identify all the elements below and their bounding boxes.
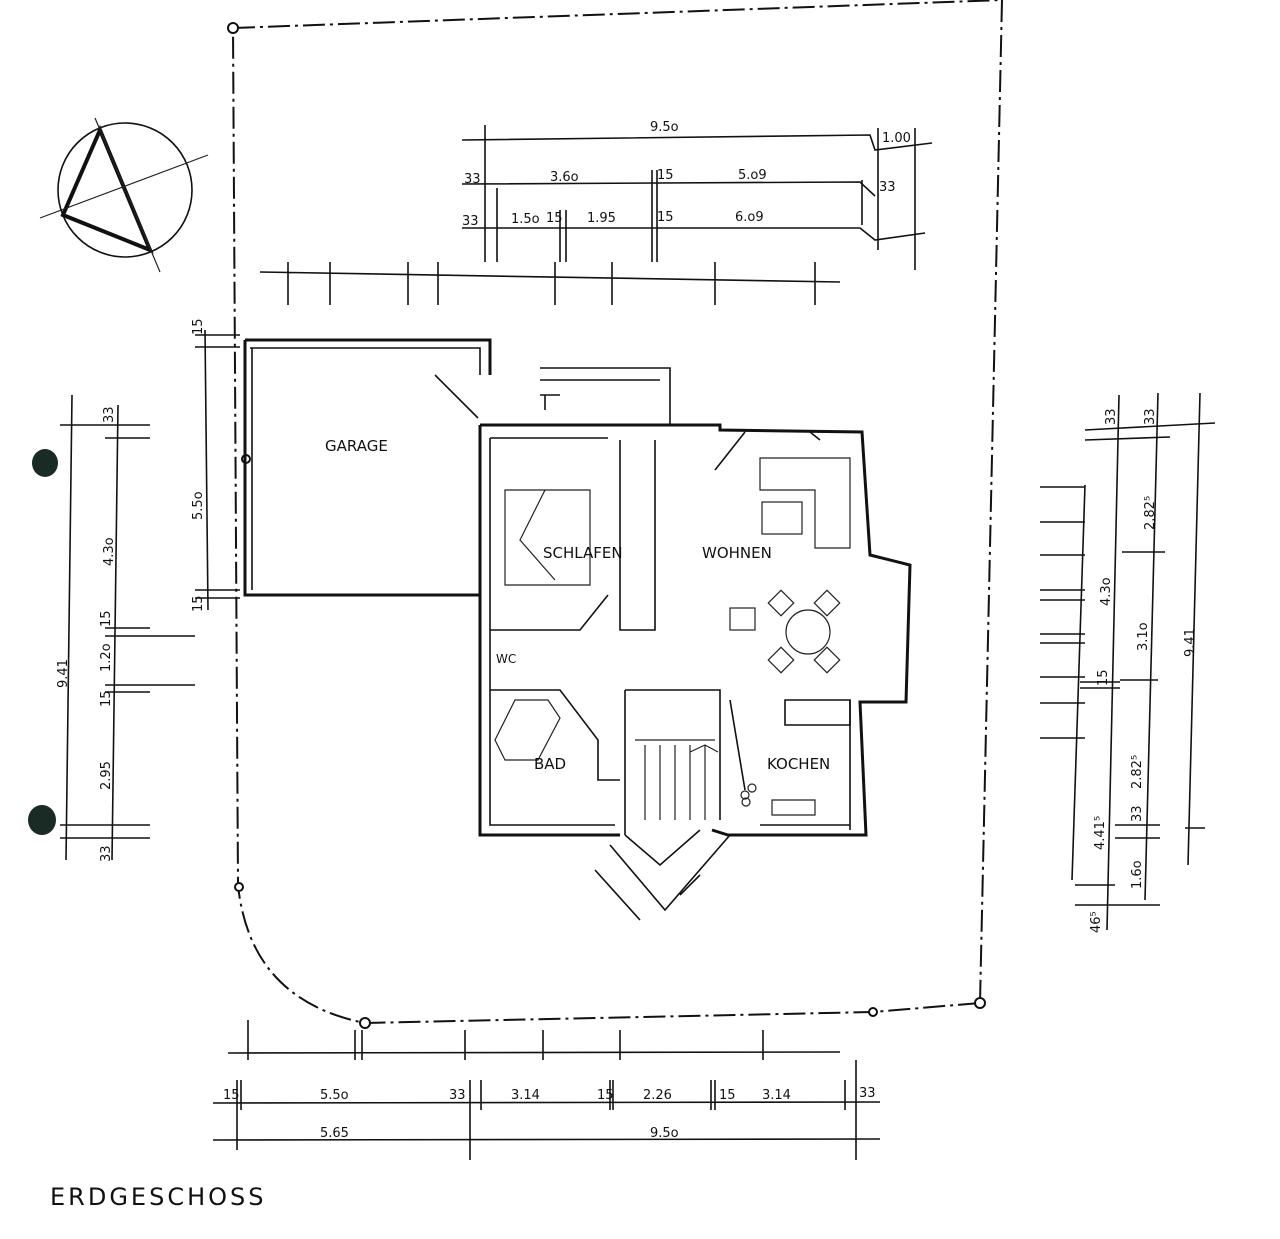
dim-label: 33	[859, 1086, 876, 1101]
punch-hole	[28, 805, 56, 835]
dim-label: 1.6o	[1130, 860, 1145, 889]
dim-label: 2.26	[643, 1088, 672, 1103]
property-boundary	[227, 0, 1003, 1029]
dimension-lines-left	[60, 329, 240, 861]
dim-top-overhang: 1.00	[882, 131, 911, 146]
dimension-lines-bottom	[212, 1020, 881, 1160]
furniture	[494, 457, 851, 816]
dim-label: 15	[657, 168, 674, 183]
dim-label: 33	[1104, 408, 1119, 425]
dim-label: 4.41⁵	[1093, 816, 1108, 850]
dimension-lines-top	[259, 125, 933, 305]
dimension-lines-right	[1040, 392, 1216, 931]
dim-label: 5.o9	[738, 168, 767, 183]
room-label-wohnen: WOHNEN	[702, 544, 772, 562]
dim-label: 3.1o	[1136, 622, 1151, 651]
dim-label: 2.95	[99, 761, 114, 790]
dim-label: 33	[1143, 408, 1158, 425]
dim-label: 33	[879, 180, 896, 195]
dim-label: 33	[449, 1088, 466, 1103]
dim-label: 3.14	[511, 1088, 540, 1103]
room-label-kochen: KOCHEN	[767, 755, 830, 773]
dim-label: 3.14	[762, 1088, 791, 1103]
room-label-wc: WC	[496, 652, 516, 666]
house-walls	[478, 367, 912, 837]
dim-label: 15	[99, 610, 114, 627]
dim-label: 2.82⁵	[1130, 755, 1145, 789]
dim-label: 5.5o	[191, 491, 206, 520]
north-arrow-icon	[39, 117, 209, 273]
dim-label: 15	[597, 1088, 614, 1103]
drawing-title: ERDGESCHOSS	[50, 1183, 266, 1211]
dim-label: 15	[719, 1088, 736, 1103]
dim-label: 15	[223, 1088, 240, 1103]
dim-label: 9.5o	[650, 1126, 679, 1141]
dim-right-total: 9.41	[1183, 628, 1198, 657]
entrance-bay	[594, 829, 731, 921]
dim-label: 33	[462, 214, 479, 229]
dim-label: 2.82⁵	[1143, 496, 1158, 530]
dim-label: 15	[1096, 669, 1111, 686]
dim-label: 46⁵	[1089, 911, 1104, 933]
dim-top-total: 9.5o	[650, 120, 679, 135]
dim-label: 5.5o	[320, 1088, 349, 1103]
dim-label: 33	[99, 845, 114, 862]
room-label-schlafen: SCHLAFEN	[543, 544, 623, 562]
garage-walls	[243, 338, 492, 597]
dim-label: 33	[1130, 805, 1145, 822]
punch-hole	[32, 449, 58, 477]
dim-label: 6.o9	[735, 210, 764, 225]
dim-label: 4.3o	[102, 537, 117, 566]
stairs	[635, 739, 719, 820]
dim-label: 15	[191, 318, 206, 335]
dim-label: 33	[102, 406, 117, 423]
dim-label: 4.3o	[1099, 577, 1114, 606]
dim-left-total: 9.41	[56, 659, 71, 688]
dim-label: 1.2o	[99, 643, 114, 672]
dim-label: 1.5o	[511, 212, 540, 227]
dim-label: 5.65	[320, 1126, 349, 1141]
dim-label: 1.95	[587, 211, 616, 226]
dim-label: 33	[464, 172, 481, 187]
room-label-garage: GARAGE	[325, 437, 388, 455]
dim-label: 15	[191, 595, 206, 612]
room-label-bad: BAD	[534, 755, 566, 773]
dim-label: 15	[657, 210, 674, 225]
dim-label: 15	[99, 690, 114, 707]
dim-label: 3.6o	[550, 170, 579, 185]
dim-label: 15	[546, 211, 563, 226]
